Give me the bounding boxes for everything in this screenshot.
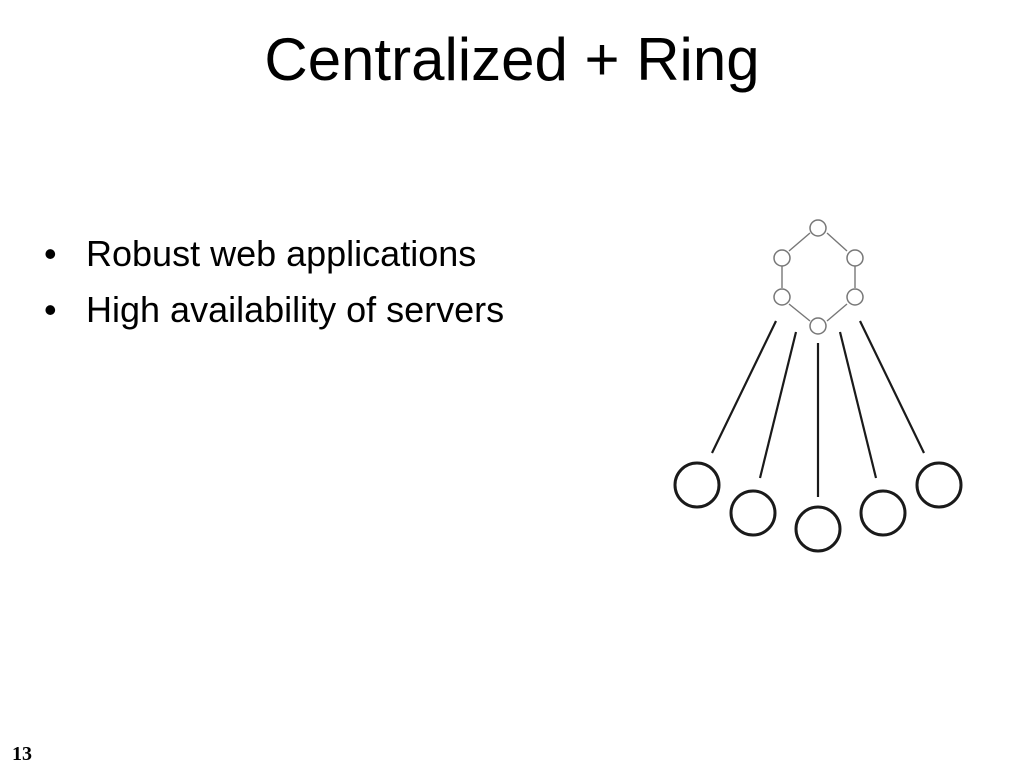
ring-node (809, 317, 827, 335)
client-link (838, 331, 878, 479)
ring-node (773, 249, 791, 267)
bullet-text: High availability of servers (86, 289, 505, 330)
client-node (794, 505, 842, 553)
client-node (729, 489, 777, 537)
client-links (711, 320, 925, 497)
bullet-item: • High availability of servers (44, 282, 504, 338)
bullet-list: • Robust web applications • High availab… (44, 226, 504, 338)
client-link (758, 331, 798, 479)
ring-nodes (773, 219, 864, 335)
bullet-dot: • (44, 233, 57, 274)
bullet-text: Robust web applications (86, 233, 477, 274)
client-node (673, 461, 721, 509)
ring-node (846, 249, 864, 267)
page-number: 13 (12, 743, 32, 765)
ring-link (826, 232, 848, 252)
client-link (859, 320, 925, 454)
ring-node (809, 219, 827, 237)
ring-link (826, 303, 848, 322)
client-node (859, 489, 907, 537)
client-nodes (673, 461, 963, 553)
ring-link (788, 303, 811, 322)
client-link (711, 320, 777, 454)
ring-node (846, 288, 864, 306)
bullet-dot: • (44, 289, 57, 330)
bullet-item: • Robust web applications (44, 226, 504, 282)
ring-links (781, 232, 856, 322)
ring-link (788, 232, 811, 252)
slide-title: Centralized + Ring (264, 26, 760, 93)
client-node (915, 461, 963, 509)
ring-node (773, 288, 791, 306)
